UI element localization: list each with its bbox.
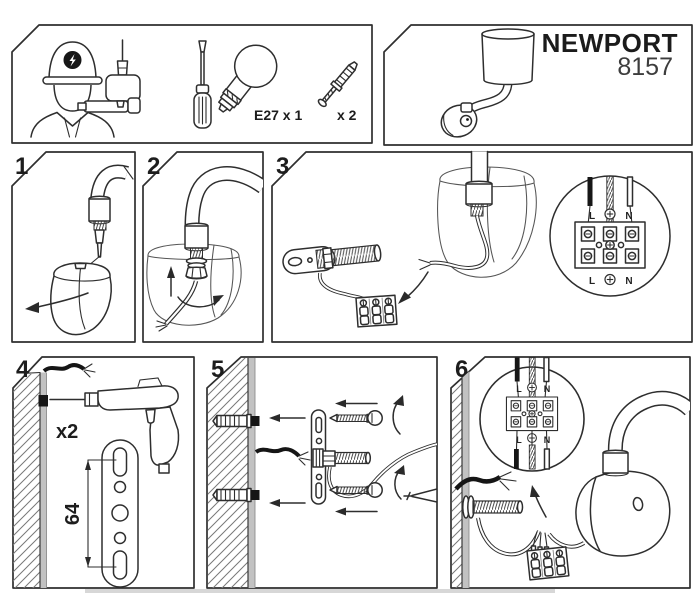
wiring-detail-circle: L N L N [549, 175, 671, 297]
neutral-wire [543, 357, 550, 383]
neutral-wire [626, 176, 634, 207]
wall-section [13, 371, 47, 588]
tools-frame [11, 24, 373, 144]
step-5-drawing [208, 358, 437, 588]
rotate-arrow [25, 302, 39, 313]
live-label: L [516, 435, 522, 445]
threaded-stud [462, 495, 524, 519]
bracket-and-stud [282, 244, 382, 275]
live-label: L [589, 276, 595, 287]
nut [185, 266, 208, 280]
earth-icon [604, 208, 616, 220]
drill-icon [49, 377, 180, 474]
earth-wire [528, 357, 536, 401]
product-name: NEWPORT [542, 28, 678, 58]
insert-arrow [335, 399, 378, 408]
wall-section [208, 358, 256, 588]
step-1-number: 1 [15, 153, 28, 180]
threaded-stud [312, 448, 372, 468]
wall-section [452, 358, 470, 588]
up-arrow [167, 266, 175, 278]
live-wire [587, 177, 593, 206]
step-4-drawing: x2 64 [13, 363, 180, 588]
connect-arrow [398, 291, 411, 304]
wall-plug-icon [212, 413, 261, 429]
wall-lamp-icon [440, 28, 535, 138]
bulb-icon [218, 44, 278, 113]
lamp-arm [607, 390, 690, 456]
step-2-number: 2 [147, 153, 160, 180]
drill-qty-label: x2 [56, 421, 78, 443]
screwdriver-icon [193, 40, 212, 129]
mount-shell-ghost [437, 166, 537, 278]
electrician-icon [30, 41, 115, 138]
neutral-label: N [625, 211, 632, 222]
tools-panel: E27 x 1 x 2 [11, 24, 373, 144]
neutral-label: N [544, 384, 551, 394]
drill-icon [77, 39, 141, 114]
mains-cable [254, 447, 301, 458]
product-panel: NEWPORT 8157 [383, 24, 693, 146]
rotate-arrow [213, 295, 224, 306]
insert-arrow [335, 507, 378, 516]
product-code: 8157 [617, 53, 673, 81]
mount-shell [50, 262, 112, 336]
arm-coupler [602, 449, 629, 477]
terminal-block [526, 546, 570, 581]
mains-cable [42, 363, 86, 373]
scan-shadow [85, 589, 555, 593]
terminal-strip [505, 396, 559, 432]
hole-spacing-label: 64 [62, 502, 84, 525]
switch-knob-icon [459, 114, 473, 128]
terminal-strip [574, 221, 646, 269]
connect-arrow [530, 485, 547, 518]
insert-arrow [269, 499, 306, 507]
mounting-bracket [101, 439, 139, 588]
live-wire [514, 357, 520, 382]
step-1-drawing [25, 164, 134, 336]
lamp-body [575, 470, 671, 557]
rotate-arrow [394, 465, 405, 500]
terminal-block [355, 294, 398, 328]
wall-plug-icon [212, 487, 261, 503]
step-1-panel: 1 [11, 151, 136, 343]
bulb-label: E27 x 1 [254, 107, 302, 123]
step-4-panel: 4 x2 [12, 356, 195, 589]
wiring-detail-circle: L N L N [479, 357, 585, 472]
earth-icon [527, 382, 537, 393]
drill-hole-mark [38, 395, 48, 407]
step-3-drawing: L N L N [282, 150, 671, 328]
step-5-panel: 5 [206, 356, 438, 589]
step-6-panel: 6 [450, 356, 691, 589]
wall-plug-icon [317, 61, 358, 108]
earth-icon [604, 273, 616, 286]
step-6-drawing: L N L N [452, 357, 690, 588]
dimension-64: 64 [62, 459, 117, 568]
mains-cable [454, 475, 502, 491]
step-3-panel: 3 [271, 150, 693, 343]
plug-qty-label: x 2 [337, 107, 357, 123]
live-label: L [589, 211, 595, 222]
live-label: L [516, 384, 522, 394]
neutral-label: N [625, 276, 632, 287]
screwdriver-tip-icon [403, 488, 437, 503]
step-2-drawing [146, 166, 263, 332]
insert-arrow [269, 414, 306, 422]
step-3-number: 3 [276, 153, 289, 180]
rotate-arrow [392, 395, 404, 435]
step-2-panel: 2 [142, 151, 264, 343]
